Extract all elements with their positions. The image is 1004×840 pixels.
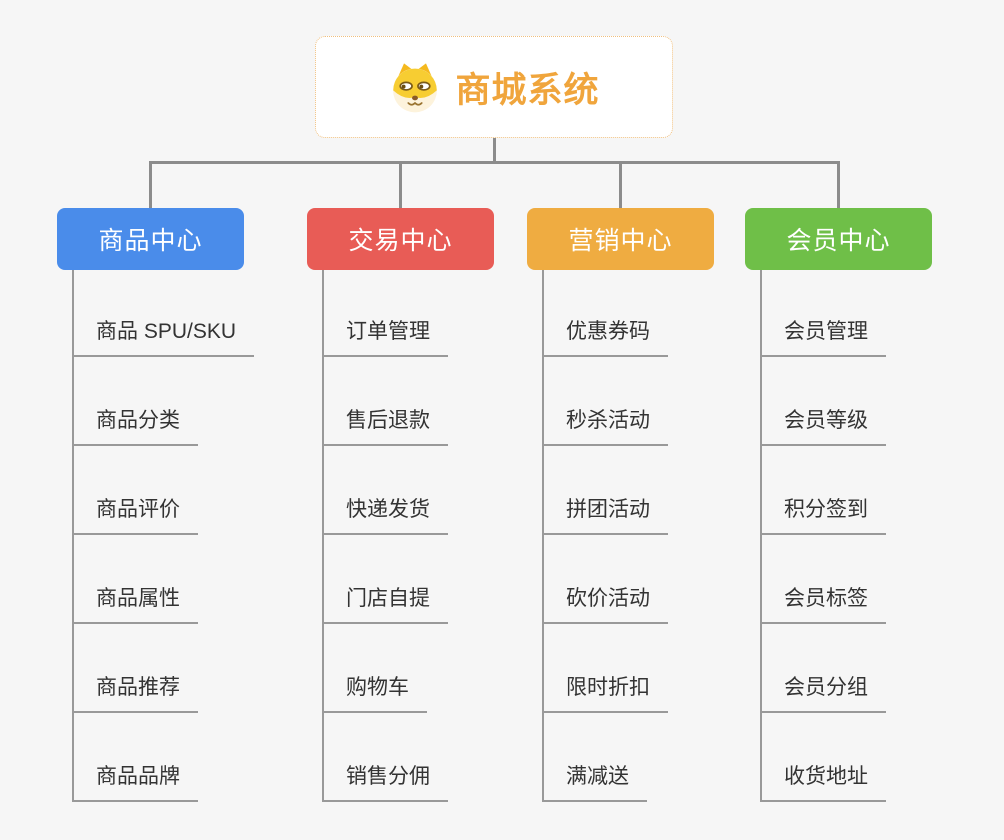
leaf-item: 销售分佣 [322, 713, 448, 802]
connector-drop-2 [399, 161, 402, 210]
leaf-label[interactable]: 满减送 [542, 760, 647, 802]
leaf-item: 会员分组 [760, 624, 886, 713]
leaf-item: 商品属性 [72, 535, 254, 624]
connector-drop-3 [619, 161, 622, 210]
leaf-item: 满减送 [542, 713, 668, 802]
leaf-column-product: 商品 SPU/SKU 商品分类 商品评价 商品属性 商品推荐 商品品牌 [72, 270, 255, 802]
leaf-item: 商品品牌 [72, 713, 254, 802]
leaf-item: 积分签到 [760, 446, 886, 535]
branch-node-member-center[interactable]: 会员中心 [745, 208, 932, 270]
leaf-item: 商品分类 [72, 357, 254, 446]
leaf-item: 商品推荐 [72, 624, 254, 713]
leaf-label[interactable]: 限时折扣 [542, 671, 668, 713]
leaf-label[interactable]: 拼团活动 [542, 493, 668, 535]
leaf-label[interactable]: 购物车 [322, 671, 427, 713]
leaf-item: 购物车 [322, 624, 448, 713]
leaf-item: 秒杀活动 [542, 357, 668, 446]
leaf-label[interactable]: 商品属性 [72, 582, 198, 624]
connector-root-stem [493, 138, 496, 164]
leaf-label[interactable]: 订单管理 [322, 315, 448, 357]
connector-drop-1 [149, 161, 152, 210]
leaf-label[interactable]: 会员等级 [760, 404, 886, 446]
leaf-label[interactable]: 砍价活动 [542, 582, 668, 624]
connector-drop-4 [837, 161, 840, 210]
leaf-label[interactable]: 售后退款 [322, 404, 448, 446]
leaf-label[interactable]: 会员标签 [760, 582, 886, 624]
leaf-label[interactable]: 商品分类 [72, 404, 198, 446]
connector-bus [149, 161, 840, 164]
branch-node-product-center[interactable]: 商品中心 [57, 208, 244, 270]
leaf-label[interactable]: 销售分佣 [322, 760, 448, 802]
leaf-item: 优惠券码 [542, 270, 668, 357]
shiba-dog-icon [393, 63, 438, 113]
leaf-label[interactable]: 商品评价 [72, 493, 198, 535]
leaf-item: 商品 SPU/SKU [72, 270, 255, 357]
leaf-item: 商品评价 [72, 446, 254, 535]
leaf-label[interactable]: 收货地址 [760, 760, 886, 802]
leaf-label[interactable]: 秒杀活动 [542, 404, 668, 446]
leaf-item: 会员管理 [760, 270, 886, 357]
leaf-label[interactable]: 商品品牌 [72, 760, 198, 802]
leaf-label[interactable]: 优惠券码 [542, 315, 668, 357]
leaf-label[interactable]: 积分签到 [760, 493, 886, 535]
leaf-label[interactable]: 会员分组 [760, 671, 886, 713]
leaf-item: 砍价活动 [542, 535, 668, 624]
leaf-item: 快递发货 [322, 446, 448, 535]
root-title: 商城系统 [455, 70, 600, 110]
branch-node-marketing-center[interactable]: 营销中心 [527, 208, 714, 270]
leaf-column-marketing: 优惠券码 秒杀活动 拼团活动 砍价活动 限时折扣 满减送 [542, 270, 668, 802]
leaf-item: 售后退款 [322, 357, 448, 446]
leaf-label[interactable]: 会员管理 [760, 315, 886, 357]
leaf-label[interactable]: 商品推荐 [72, 671, 198, 713]
root-node-mall-system[interactable]: 商城系统 [315, 36, 673, 138]
leaf-column-member: 会员管理 会员等级 积分签到 会员标签 会员分组 收货地址 [760, 270, 886, 802]
leaf-item: 订单管理 [322, 270, 448, 357]
leaf-label[interactable]: 门店自提 [322, 582, 448, 624]
leaf-column-trade: 订单管理 售后退款 快递发货 门店自提 购物车 销售分佣 [322, 270, 448, 802]
branch-node-trade-center[interactable]: 交易中心 [307, 208, 494, 270]
leaf-item: 会员标签 [760, 535, 886, 624]
leaf-item: 门店自提 [322, 535, 448, 624]
leaf-item: 限时折扣 [542, 624, 668, 713]
leaf-item: 拼团活动 [542, 446, 668, 535]
leaf-label[interactable]: 商品 SPU/SKU [72, 315, 255, 357]
leaf-item: 会员等级 [760, 357, 886, 446]
leaf-item: 收货地址 [760, 713, 886, 802]
leaf-label[interactable]: 快递发货 [322, 493, 448, 535]
